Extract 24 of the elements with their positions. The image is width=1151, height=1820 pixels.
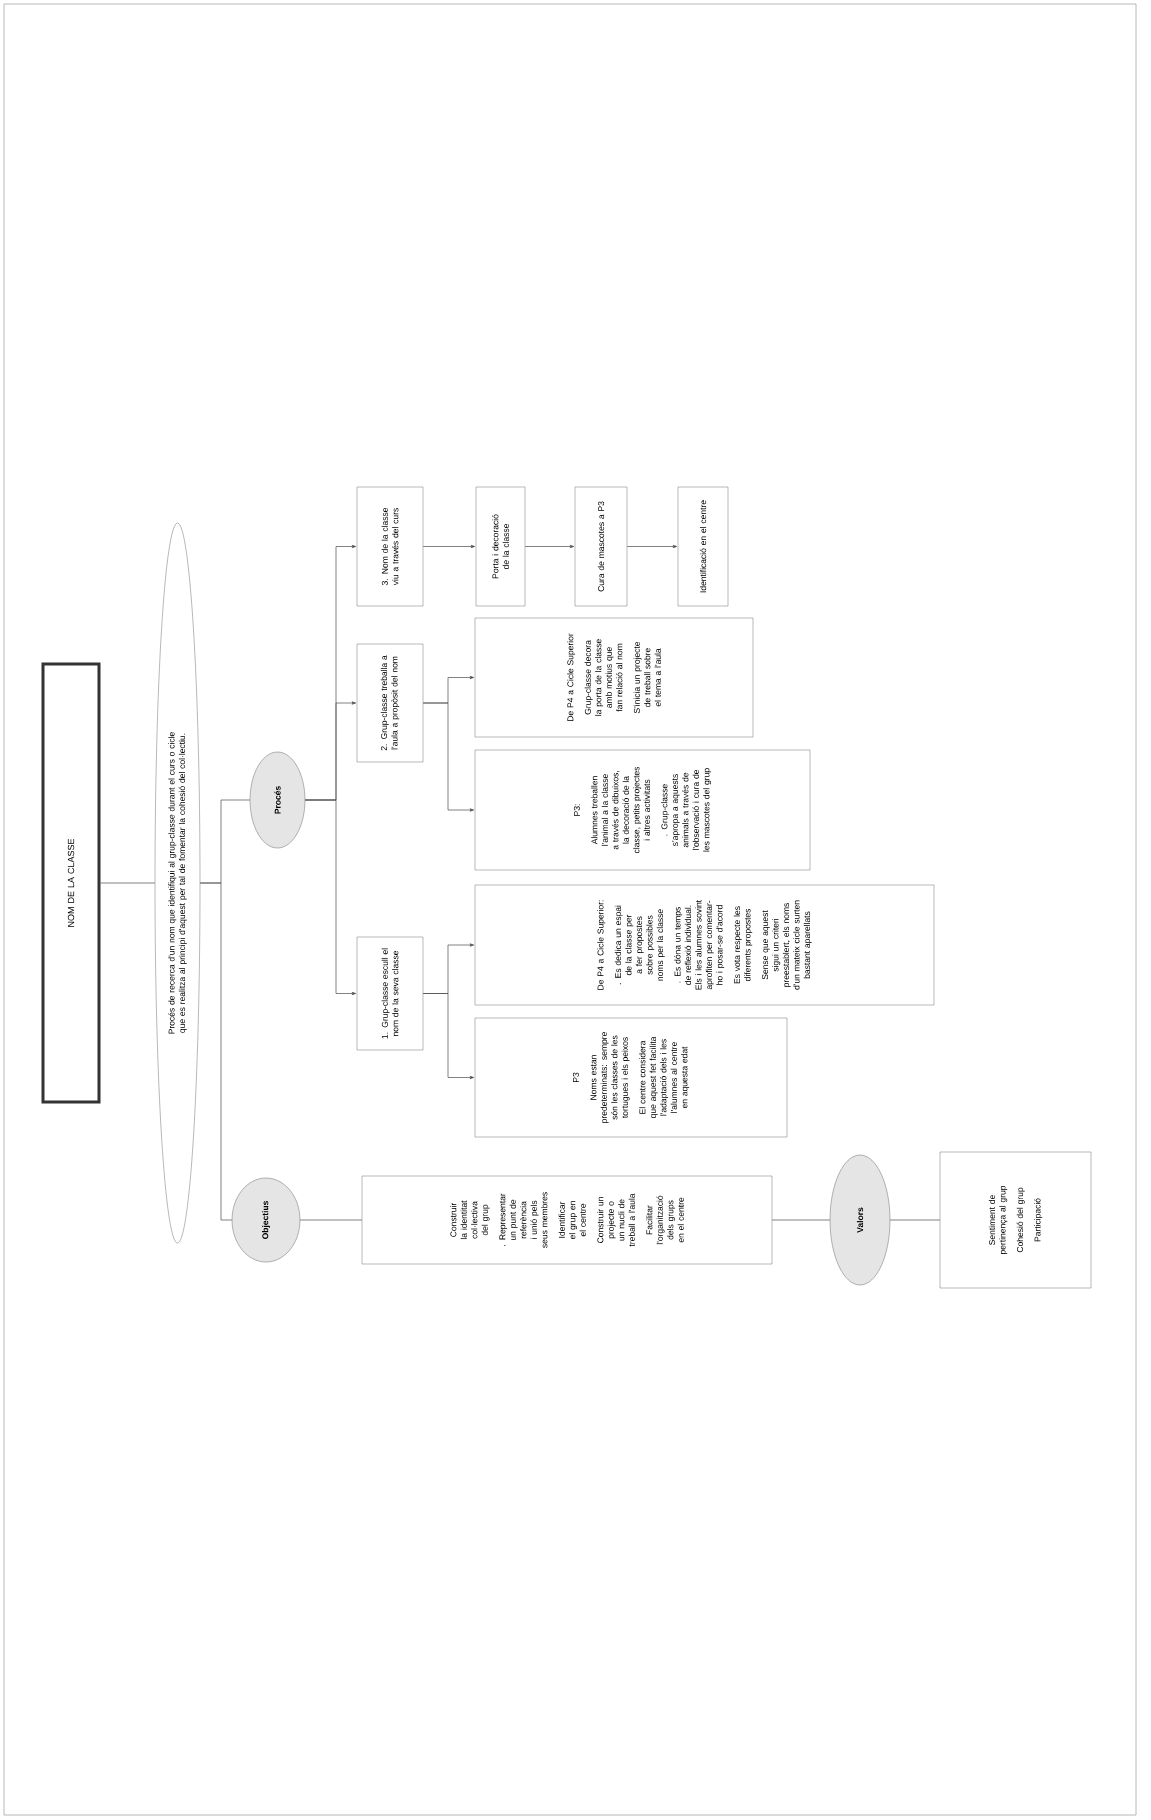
- text-box: P3: Alumnes treballen l'animal a la classe a través de dibuixos, la decoració de la classe, petits projectes i altres activitats . Grup-classe s'apropa a aquests animals a través de l'observació i cura de les mascotes del grup: [474, 749, 811, 871]
- connector-line: [199, 799, 251, 884]
- connector-line: [299, 1219, 363, 1221]
- connector-line: [771, 1219, 831, 1221]
- text-box: Sentiment de pertinença al grup Cohesió del grup Participació: [939, 1151, 1092, 1289]
- arrow: [626, 544, 678, 549]
- text-box: De P4 a Cicle Superior: . Es dedica un espai de la classe per a fer propostes sobre possibles noms per la classe . Es dóna un temps de reflexió individual. Els i les alumnes sovint aprofiten per comentar-ho i posar-se d'acord Es vota respecte les diferents propostes Sense que aquest sigui un criteri preestablert, els noms d'un mateix cicle surten bastant aparellats: [474, 884, 935, 1006]
- step-box: 1. Grup-classe escull el nom de la seva classe: [356, 936, 424, 1051]
- arrow: [304, 544, 357, 801]
- step-box: Porta i decoració de la classe: [475, 486, 526, 607]
- text-box: P3 Noms estan predeterminats: sempre són les classes de les tortugues i els peixos El centre considera que aquest fet facilita l'adaptació dels i les l'alumnes al centre en aquesta edat: [474, 1017, 788, 1138]
- arrow: [422, 675, 475, 704]
- step-box: 3. Nom de la classe viu a través del curs: [356, 486, 424, 607]
- text-box: De P4 a Cicle Superior Grup-classe decora la porta de la classe amb motius que fan relació al nom S'inicia un projecte de treball sobre el tema a l'aula: [474, 617, 754, 738]
- arrow: [524, 544, 575, 549]
- step-box: Cura de mascotes a P3: [574, 486, 628, 607]
- step-box: Identificació en el centre: [677, 486, 729, 607]
- step-box: 2. Grup-classe treballa a l'aula a propòsit del nom: [356, 643, 424, 763]
- arrow: [422, 544, 476, 549]
- connector-line: [889, 1219, 941, 1221]
- text-box: Construir la identitat col·lectiva del grup . Representar un punt de referència i unió pels seus membres Identificar el grup en el centre Construir un projecte o un nucli de treball a l'aula Facilitar l'organització dels grups en el centre: [361, 1175, 773, 1265]
- connector-line: [100, 882, 156, 884]
- title-box: NOM DE LA CLASSE: [41, 662, 101, 1104]
- arrow: [422, 943, 475, 994]
